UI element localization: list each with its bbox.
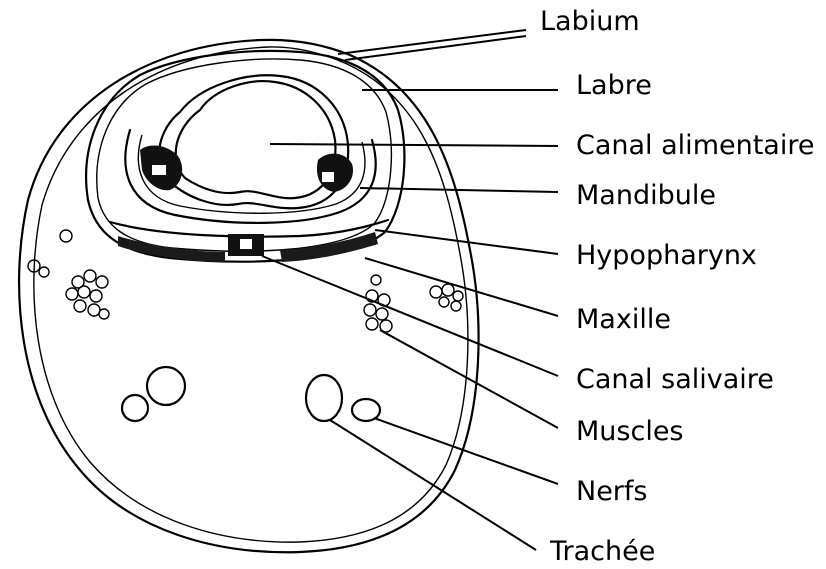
mandibule-left-mark — [152, 165, 166, 175]
trachee-right — [306, 375, 342, 421]
leader-muscles — [380, 330, 558, 428]
label-labre: Labre — [576, 70, 652, 101]
leader-nerfs — [374, 418, 558, 484]
mandibule-right-mark — [322, 172, 334, 182]
label-muscles: Muscles — [576, 416, 684, 447]
label-canal-alimentaire: Canal alimentaire — [576, 130, 814, 161]
muscles-cluster-right — [430, 284, 463, 311]
leader-canal-alimentaire — [270, 144, 558, 146]
labels: Labium Labre Canal alimentaire Mandibule… — [540, 6, 814, 567]
leader-mandibule — [360, 188, 558, 192]
label-labium: Labium — [540, 6, 640, 37]
label-maxille: Maxille — [576, 304, 671, 335]
cross-section-drawing — [19, 40, 478, 552]
label-mandibule: Mandibule — [576, 180, 716, 211]
trachee-left-large — [147, 367, 185, 405]
label-hypopharynx: Hypopharynx — [576, 240, 757, 271]
trachee-left-small — [122, 395, 148, 421]
muscles-cluster-left — [28, 230, 109, 319]
leader-canal-salivaire — [262, 256, 558, 376]
label-trachee: Trachée — [549, 536, 655, 567]
label-nerfs: Nerfs — [576, 476, 647, 507]
label-canal-salivaire: Canal salivaire — [576, 364, 774, 395]
canal-salivaire-lumen — [240, 239, 252, 249]
canal-alimentaire-shape — [176, 81, 336, 198]
leader-labium-2 — [345, 36, 526, 60]
leader-labium — [338, 30, 526, 54]
leader-lines — [262, 30, 558, 550]
